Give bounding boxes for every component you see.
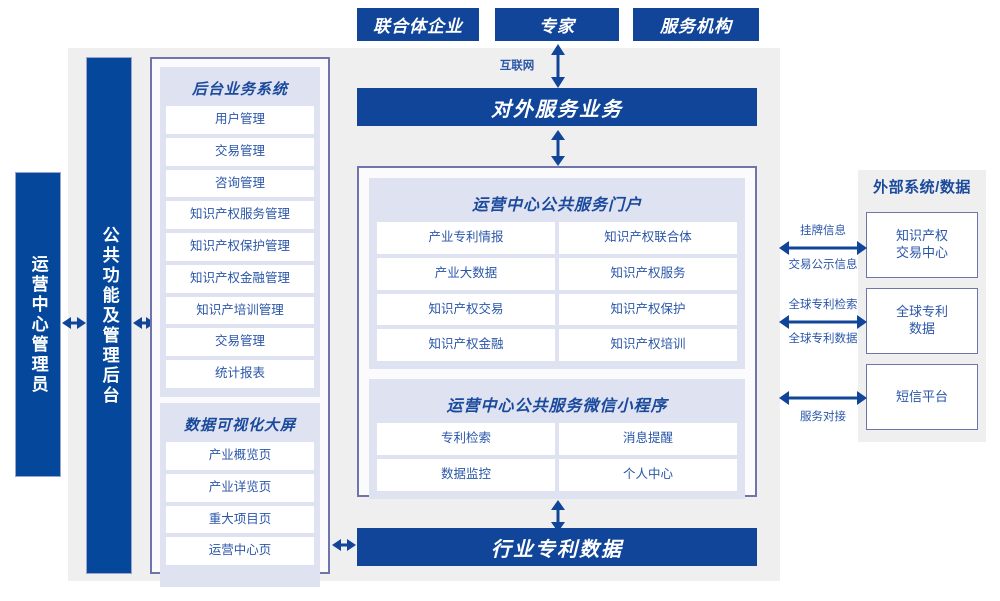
center-service-panel: 运营中心公共服务门户 产业专利情报 知识产权联合体 产业大数据 知识产权服务 知… [357, 166, 757, 499]
vertical-bar-common-function-backend[interactable]: 公共功能及管理后台 [86, 57, 132, 574]
data-visualization-group: 数据可视化大屏 产业概览页 产业详览页 重大项目页 运营中心页 [160, 403, 320, 587]
actor-label: 服务机构 [660, 17, 732, 36]
arrow-label-service-docking: 服务对接 [800, 411, 846, 423]
backend-business-system-list: 用户管理 交易管理 咨询管理 知识产权服务管理 知识产权保护管理 知识产权金融管… [166, 106, 314, 388]
internet-connector-arrow [548, 44, 568, 88]
list-item[interactable]: 知识产权服务 [559, 257, 737, 290]
list-item[interactable]: 用户管理 [166, 106, 314, 134]
actor-box-service-org[interactable]: 服务机构 [633, 8, 759, 41]
public-service-portal-grid: 产业专利情报 知识产权联合体 产业大数据 知识产权服务 知识产权交易 知识产权保… [377, 222, 737, 361]
list-item[interactable]: 知识产权服务管理 [166, 201, 314, 229]
data-visualization-list: 产业概览页 产业详览页 重大项目页 运营中心页 [166, 442, 314, 565]
list-item[interactable]: 知识产权联合体 [559, 222, 737, 254]
arrow-portal-to-data [548, 500, 568, 532]
list-item[interactable]: 产业大数据 [377, 257, 555, 290]
vertical-bar-operation-admin[interactable]: 运营中心管理员 [15, 172, 61, 477]
backend-business-system-group: 后台业务系统 用户管理 交易管理 咨询管理 知识产权服务管理 知识产权保护管理 … [160, 67, 320, 397]
list-item[interactable]: 重大项目页 [166, 505, 314, 534]
list-item[interactable]: 交易管理 [166, 328, 314, 356]
external-system-sms-platform[interactable]: 短信平台 [866, 364, 978, 430]
external-system-label: 短信平台 [895, 388, 948, 404]
backend-panel: 后台业务系统 用户管理 交易管理 咨询管理 知识产权服务管理 知识产权保护管理 … [150, 57, 330, 587]
vertical-bar-label: 公共功能及管理后台 [99, 225, 119, 406]
list-item[interactable]: 产业详览页 [166, 473, 314, 502]
list-item[interactable]: 知识产权交易 [377, 293, 555, 326]
actor-box-union-enterprise[interactable]: 联合体企业 [357, 8, 479, 41]
arrow-to-ip-trading-center [779, 238, 867, 258]
external-service-label: 对外服务业务 [491, 98, 623, 121]
list-item[interactable]: 个人中心 [559, 458, 737, 491]
external-system-ip-trading-center[interactable]: 知识产权 交易中心 [866, 212, 978, 278]
actor-label: 专家 [539, 17, 575, 36]
list-item[interactable]: 知识产权保护管理 [166, 233, 314, 261]
list-item[interactable]: 交易管理 [166, 137, 314, 166]
external-system-global-patent-data[interactable]: 全球专利 数据 [866, 288, 978, 354]
external-systems-title: 外部系统/数据 [873, 179, 971, 196]
public-service-portal-group: 运营中心公共服务门户 产业专利情报 知识产权联合体 产业大数据 知识产权服务 知… [369, 178, 745, 369]
miniprogram-title: 运营中心公共服务微信小程序 [446, 398, 668, 415]
backend-business-system-title: 后台业务系统 [191, 81, 288, 98]
arrow-to-global-patent-data [779, 312, 867, 332]
actor-box-expert[interactable]: 专家 [495, 8, 619, 41]
list-item[interactable]: 数据监控 [377, 458, 555, 491]
internet-label: 互联网 [499, 60, 535, 72]
list-item[interactable]: 消息提醒 [559, 423, 737, 455]
external-service-bar[interactable]: 对外服务业务 [357, 88, 757, 126]
actor-label: 联合体企业 [373, 17, 463, 36]
external-system-label: 知识产权 交易中心 [895, 228, 948, 260]
arrow-admin-to-platform [62, 313, 86, 333]
industry-patent-data-bar[interactable]: 行业专利数据 [357, 528, 757, 566]
list-item[interactable]: 咨询管理 [166, 169, 314, 198]
list-item[interactable]: 产业专利情报 [377, 222, 555, 254]
list-item[interactable]: 知识产权培训 [559, 329, 737, 361]
miniprogram-grid: 专利检索 消息提醒 数据监控 个人中心 [377, 423, 737, 491]
list-item[interactable]: 运营中心页 [166, 537, 314, 565]
arrow-label-listing-info: 挂牌信息 [800, 225, 846, 237]
list-item[interactable]: 产业概览页 [166, 442, 314, 470]
arrow-service-to-portal [548, 130, 568, 166]
vertical-bar-label: 运营中心管理员 [28, 254, 48, 395]
arrow-backend-to-data [332, 535, 356, 555]
miniprogram-group: 运营中心公共服务微信小程序 专利检索 消息提醒 数据监控 个人中心 [369, 379, 745, 499]
industry-patent-data-label: 行业专利数据 [491, 538, 623, 561]
arrow-label-global-patent-search: 全球专利检索 [788, 299, 858, 311]
list-item[interactable]: 知识产权金融 [377, 329, 555, 361]
list-item[interactable]: 专利检索 [377, 423, 555, 455]
list-item[interactable]: 知识产权保护 [559, 293, 737, 326]
arrow-label-trade-public-info: 交易公示信息 [788, 259, 858, 271]
list-item[interactable]: 知识产权金融管理 [166, 264, 314, 293]
public-service-portal-title: 运营中心公共服务门户 [471, 197, 642, 214]
list-item[interactable]: 知识产培训管理 [166, 296, 314, 325]
arrow-to-sms-platform [779, 388, 867, 408]
list-item[interactable]: 统计报表 [166, 360, 314, 388]
data-visualization-title: 数据可视化大屏 [183, 417, 296, 434]
arrow-label-global-patent-data: 全球专利数据 [788, 333, 858, 345]
external-system-label: 全球专利 数据 [895, 304, 948, 336]
